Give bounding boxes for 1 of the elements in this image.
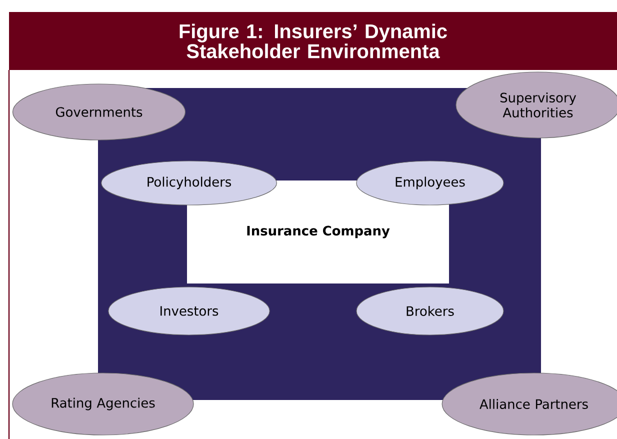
title-banner: Figure 1: Insurers’ Dynamic Stakeholder Environmenta — [9, 12, 617, 70]
